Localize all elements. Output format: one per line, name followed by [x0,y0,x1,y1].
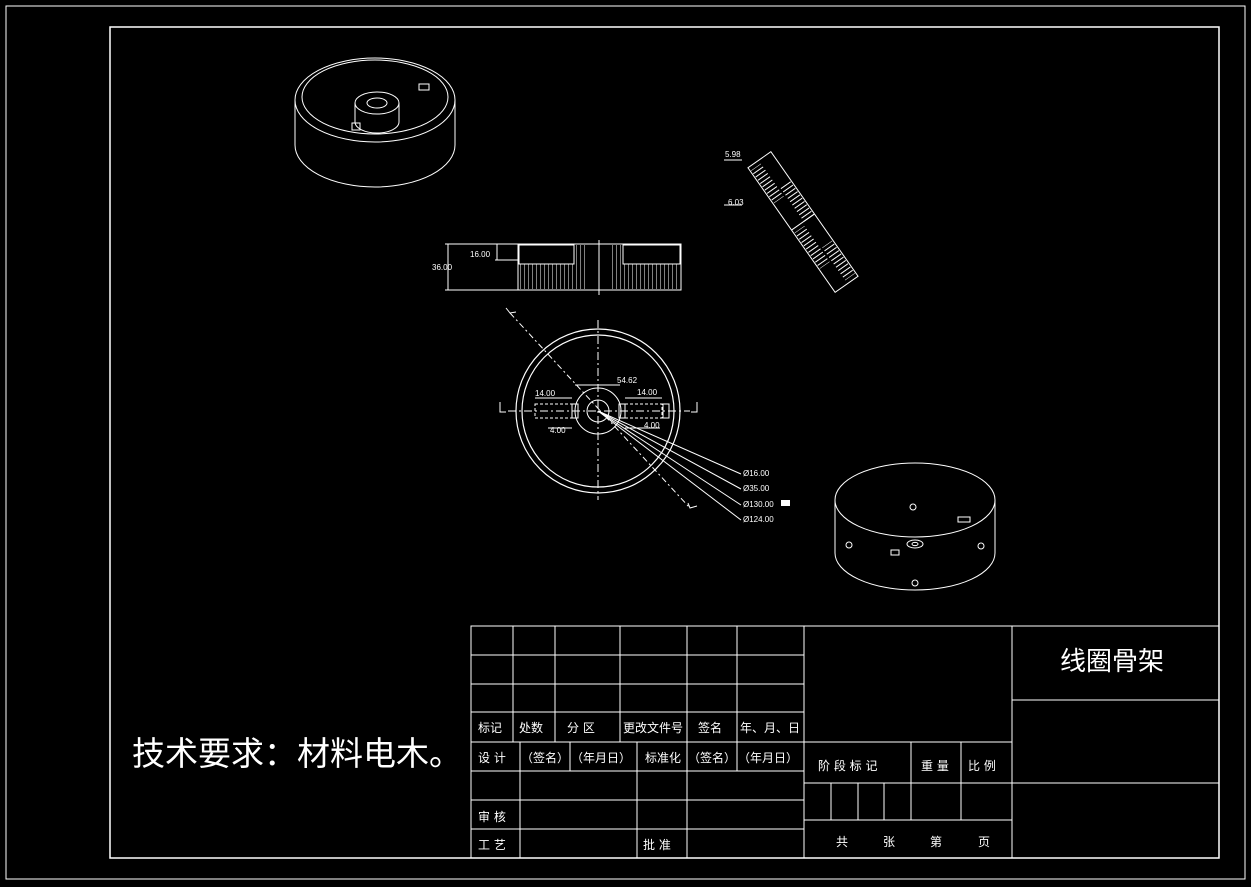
rotated-section-view [747,151,859,293]
dim-section-bottom: 6.03 [728,198,744,207]
tb-fenqu: 分 区 [567,721,595,735]
tb-zhang: 张 [883,835,895,849]
dim-dia-16: Ø16.00 [743,469,770,478]
tb-gongyi: 工 艺 [478,838,506,852]
tb-gong: 共 [836,835,848,849]
tb-qianming-p: （签名） [521,750,569,765]
technical-requirements: 技术要求：材料电木。 [132,734,462,773]
tb-bili: 比 例 [968,759,996,773]
dim-dia-124: Ø124.00 [743,515,774,524]
dim-slot-left-width: 4.00 [550,426,566,435]
tb-shenhe: 审 核 [478,809,506,824]
part-name: 线圈骨架 [1060,647,1164,677]
plan-view: 14.00 14.00 54.62 4.00 4.00 Ø16.00 Ø35.0… [499,307,790,524]
tb-jieduan: 阶 段 标 记 [818,758,877,773]
rotated-section-dims: 5.98 6.03 [724,150,744,207]
title-block: 线圈骨架 标记 处数 分 区 更改文件号 签名 年、月、日 设 计 （签名） （… [470,625,1220,859]
dim-dia-35: Ø35.00 [743,484,770,493]
tb-ye: 页 [978,835,990,849]
outer-border [5,5,1246,880]
tb-biaozhunhua: 标准化 [645,751,681,765]
tb-biaoji: 标记 [478,721,502,735]
isometric-view-top [294,57,456,188]
dim-inner-height: 16.00 [470,250,491,259]
dim-slot-right-length: 14.00 [637,388,658,397]
tb-qianming-p2: （签名） [688,750,736,765]
dim-dia-130: Ø130.00 [743,500,774,509]
tb-nianyueri-p: （年月日） [571,751,631,765]
dim-slot-left-length: 14.00 [535,389,556,398]
isometric-view-bottom [834,462,996,591]
dim-section-top: 5.98 [725,150,741,159]
dim-slot-right-width: 4.00 [644,421,660,430]
tb-chushu: 处数 [519,720,543,735]
side-section-view: 36.00 16.00 [432,240,682,295]
tb-pizhun: 批 准 [643,837,671,852]
tb-zhongliang: 重 量 [921,759,949,773]
tb-di: 第 [930,835,942,849]
dim-overall-height: 36.00 [432,263,453,272]
tb-gengai: 更改文件号 [623,720,683,735]
tb-qianming: 签名 [698,720,722,735]
tb-nianyueri: 年、月、日 [740,721,800,735]
tb-sheji: 设 计 [478,751,506,765]
tb-nianyueri-p2: （年月日） [738,751,798,765]
dim-center-distance: 54.62 [617,376,638,385]
